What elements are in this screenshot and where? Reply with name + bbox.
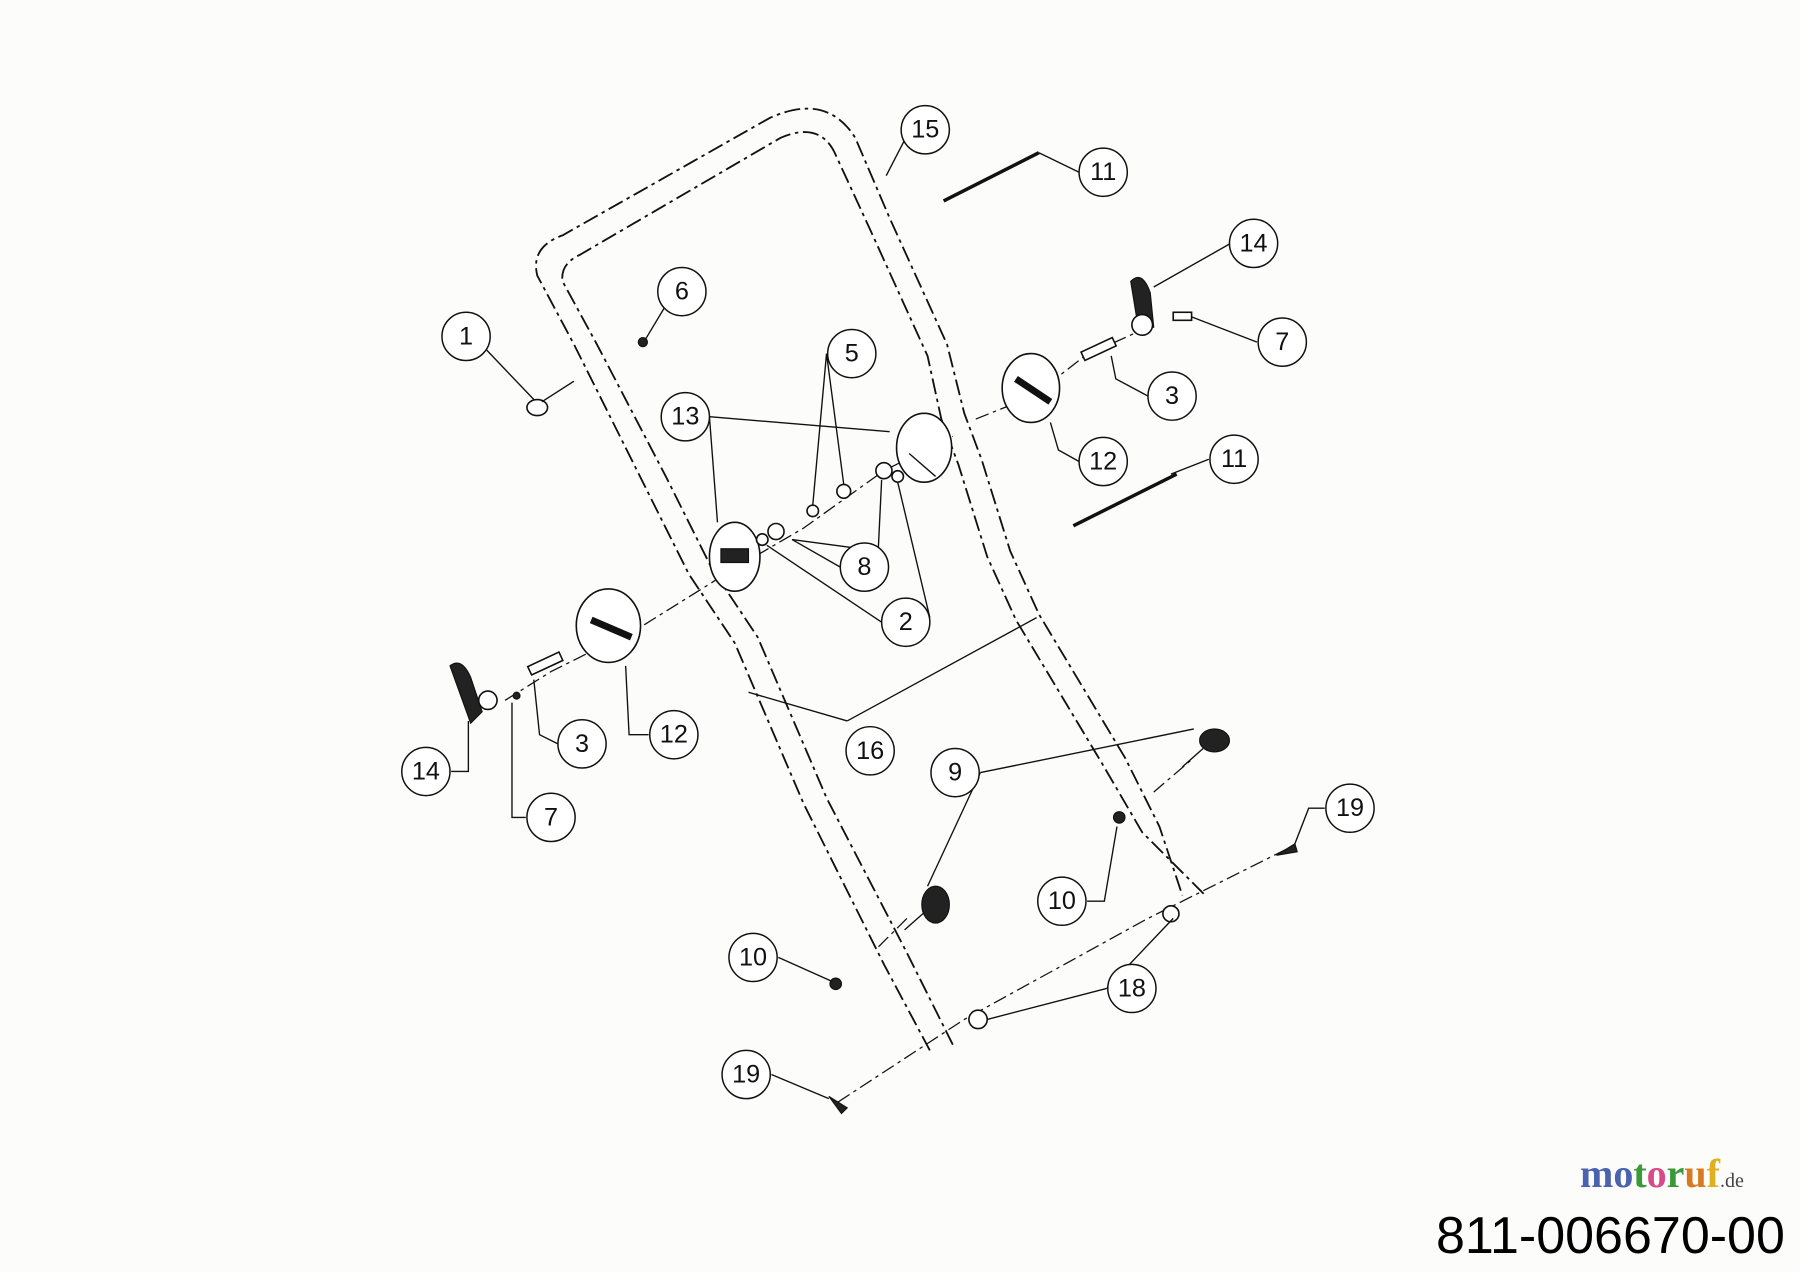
leader-lines [451,139,1325,1100]
svg-text:19: 19 [1336,794,1364,822]
svg-text:15: 15 [911,116,939,144]
pin-7-right [1172,311,1193,322]
svg-text:11: 11 [1221,445,1247,473]
washer-18-left [968,1009,989,1030]
watermark-letter: u [1684,1151,1707,1196]
watermark-letter: r [1666,1151,1685,1196]
callout-8: 8 [839,542,890,592]
callout-11: 11 [1209,434,1259,485]
svg-text:7: 7 [544,803,558,831]
callout-12: 12 [648,709,699,760]
svg-text:7: 7 [1275,328,1289,356]
washer-18-right [1162,904,1180,923]
svg-text:8: 8 [857,553,871,581]
svg-text:1: 1 [459,322,473,350]
bolt-19-left [828,1095,849,1115]
callout-14: 14 [401,746,451,797]
watermark-letter: m [1580,1151,1614,1196]
nut-5-a [806,504,820,518]
eyebolt-1 [526,380,575,417]
watermark-letter: f [1706,1151,1720,1196]
callout-10: 10 [1037,876,1087,927]
callout-15: 15 [900,104,951,155]
watermark-logo: motoruf.de [1580,1150,1744,1205]
handle-tube-outer [535,107,1184,1051]
callout-18: 18 [1107,963,1157,1014]
bolt-9-upper [1181,728,1231,768]
svg-text:13: 13 [671,403,699,431]
callout-7: 7 [1257,317,1308,367]
callout-3: 3 [557,719,607,769]
callout-10: 10 [728,932,778,983]
nut-10-left [829,977,843,991]
svg-text:10: 10 [1048,887,1076,915]
bearing-8-b [875,461,893,480]
callout-6: 6 [657,266,707,317]
svg-text:19: 19 [732,1061,760,1089]
bolt-19-right [1276,842,1298,856]
svg-text:12: 12 [1089,448,1117,476]
callout-2: 2 [880,597,931,648]
bolt-9-lower [904,885,950,931]
nut-10-right [1112,811,1126,824]
nut-5-b [836,483,852,500]
svg-text:18: 18 [1118,974,1146,1002]
svg-text:3: 3 [575,730,589,758]
watermark-letter: o [1613,1151,1634,1196]
cable-tie-11-top [942,151,1040,203]
axis-bolt-9 [877,757,1195,948]
svg-text:5: 5 [845,340,859,368]
washer-2-a [755,533,769,547]
callout-1: 1 [441,311,491,362]
lever-14-left [449,662,498,725]
callout-19: 19 [1325,783,1375,834]
svg-text:11: 11 [1090,158,1116,186]
callout-9: 9 [930,747,980,798]
bolt-3-right [1079,336,1118,362]
watermark-letter: t [1633,1151,1647,1196]
callout-19: 19 [721,1049,772,1100]
knob-13-left [708,521,761,593]
callout-13: 13 [660,391,711,442]
svg-text:14: 14 [412,757,440,785]
callout-12: 12 [1078,436,1129,487]
svg-text:16: 16 [856,737,884,765]
callout-7: 7 [526,792,576,843]
svg-text:12: 12 [660,721,688,749]
watermark-letter: o [1646,1151,1667,1196]
callout-5: 5 [826,328,877,379]
watermark-suffix: .de [1720,1170,1744,1192]
washer-2-b [891,469,905,483]
pin-7-left [512,691,521,700]
svg-text:14: 14 [1240,229,1268,257]
svg-text:9: 9 [948,759,962,787]
bearing-8-a [767,522,785,541]
svg-text:10: 10 [739,943,767,971]
knob-12-right [1001,352,1061,424]
callout-16: 16 [845,725,896,776]
handle-tube-inner [561,131,1207,1046]
lever-14-right [1130,276,1155,337]
part-number: 811-006670-00 [1436,1207,1785,1265]
knob-12-left [575,588,642,664]
svg-text:2: 2 [899,608,913,636]
axis-right-knob [975,326,1149,420]
callout-3: 3 [1147,371,1197,421]
svg-text:6: 6 [675,278,689,306]
svg-text:3: 3 [1165,382,1179,410]
callout-11: 11 [1078,147,1129,198]
bolt-3-left [526,651,564,677]
knob-13-right [895,412,953,483]
callout-14: 14 [1228,218,1279,269]
cable-tie-11-mid [1072,472,1178,528]
